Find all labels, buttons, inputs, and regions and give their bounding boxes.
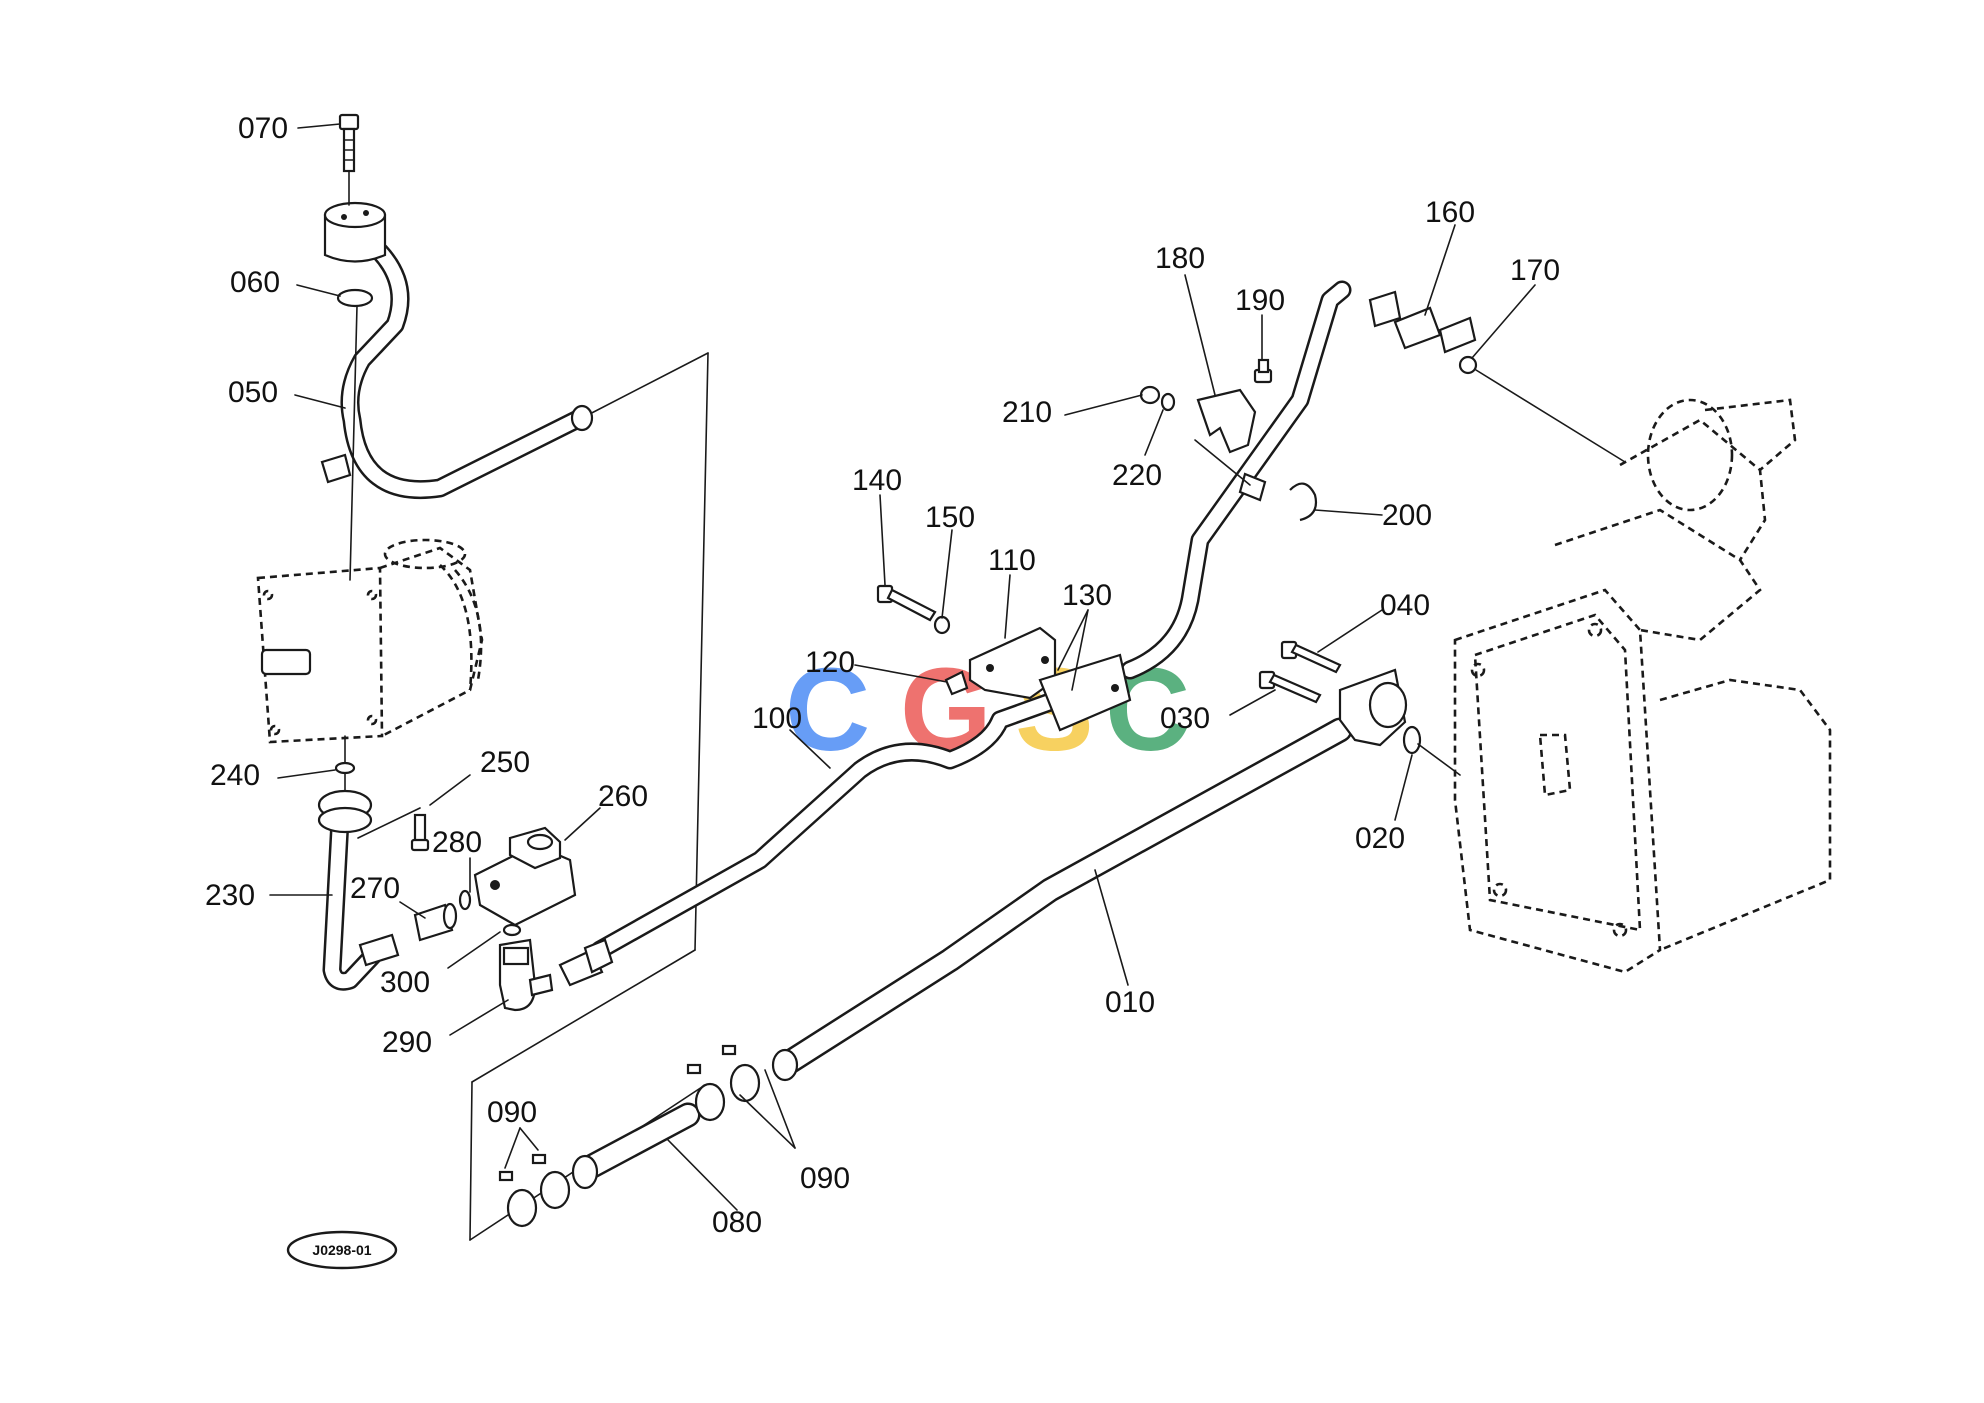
part-label-060: 060 xyxy=(230,266,280,299)
part-label-220: 220 xyxy=(1112,459,1162,492)
fitting-040-block xyxy=(1338,668,1408,747)
part-label-250: 250 xyxy=(480,746,530,779)
o-ring-170 xyxy=(1458,355,1478,375)
axis-line xyxy=(1194,439,1251,486)
part-label-090-left: 090 xyxy=(487,1096,537,1129)
o-ring-240 xyxy=(334,761,356,775)
u-bolt-200 xyxy=(1289,482,1318,522)
fitting-230-end xyxy=(358,933,400,967)
axis-line xyxy=(349,305,358,581)
part-label-100: 100 xyxy=(752,702,802,735)
bolt-040 xyxy=(1280,640,1342,674)
washer-150 xyxy=(933,615,951,635)
part-label-270: 270 xyxy=(350,872,400,905)
o-ring-020 xyxy=(1402,725,1422,755)
bolt-190 xyxy=(1253,358,1273,384)
o-ring-280 xyxy=(458,889,472,911)
part-label-260: 260 xyxy=(598,780,648,813)
part-label-230: 230 xyxy=(205,879,255,912)
pipe-230 xyxy=(317,789,390,991)
part-label-020: 020 xyxy=(1355,822,1405,855)
fitting-270 xyxy=(413,902,458,942)
part-label-210: 210 xyxy=(1002,396,1052,429)
o-ring-060 xyxy=(336,288,374,308)
part-label-140: 140 xyxy=(852,464,902,497)
part-label-180: 180 xyxy=(1155,242,1205,275)
part-label-010: 010 xyxy=(1105,986,1155,1019)
valve-260 xyxy=(473,826,577,927)
bolt-250 xyxy=(410,813,430,852)
bolt-070 xyxy=(338,113,360,173)
nut-120 xyxy=(944,670,969,696)
hose-080 xyxy=(571,1102,701,1190)
transmission-housing xyxy=(1453,398,1832,974)
part-label-300: 300 xyxy=(380,966,430,999)
part-label-110: 110 xyxy=(988,544,1036,577)
part-label-040: 040 xyxy=(1380,589,1430,622)
washer-220 xyxy=(1160,392,1176,412)
drawing-code: J0298-01 xyxy=(312,1242,371,1258)
axis-line xyxy=(1475,369,1626,463)
part-label-090-right: 090 xyxy=(800,1162,850,1195)
hose-clamps-090-left xyxy=(498,1153,571,1228)
nut-210 xyxy=(1139,385,1161,405)
hose-010 xyxy=(771,717,1353,1082)
pipe-upper xyxy=(1120,280,1352,680)
leader-lines xyxy=(269,123,1536,1211)
part-label-070: 070 xyxy=(238,112,288,145)
elbow-290 xyxy=(498,938,554,1012)
part-label-170: 170 xyxy=(1510,254,1560,287)
clamp-180 xyxy=(1196,388,1257,454)
part-label-050: 050 xyxy=(228,376,278,409)
hydraulic-pump xyxy=(256,538,484,744)
part-label-080: 080 xyxy=(712,1206,762,1239)
part-labels: 070 060 050 240 250 260 280 270 230 300 … xyxy=(205,112,1560,1239)
part-label-120: 120 xyxy=(805,646,855,679)
part-label-290: 290 xyxy=(382,1026,432,1059)
part-label-200: 200 xyxy=(1382,499,1432,532)
fitting-100-end xyxy=(558,938,614,987)
axis-line xyxy=(1417,743,1461,776)
axis-line xyxy=(357,807,421,839)
drawing-code-badge: J0298-01 xyxy=(286,1230,398,1270)
hose-clamps-090-right xyxy=(686,1044,761,1122)
part-label-280: 280 xyxy=(432,826,482,859)
part-label-240: 240 xyxy=(210,759,260,792)
fitting-160 xyxy=(1368,290,1477,354)
bolt-030 xyxy=(1258,670,1322,704)
bolt-140 xyxy=(876,584,937,622)
part-label-160: 160 xyxy=(1425,196,1475,229)
part-label-030: 030 xyxy=(1160,702,1210,735)
pipe-050 xyxy=(320,201,594,500)
part-label-150: 150 xyxy=(925,501,975,534)
part-label-130: 130 xyxy=(1062,579,1112,612)
bracket-110 xyxy=(968,626,1132,732)
o-ring-300 xyxy=(502,923,522,937)
part-label-190: 190 xyxy=(1235,284,1285,317)
